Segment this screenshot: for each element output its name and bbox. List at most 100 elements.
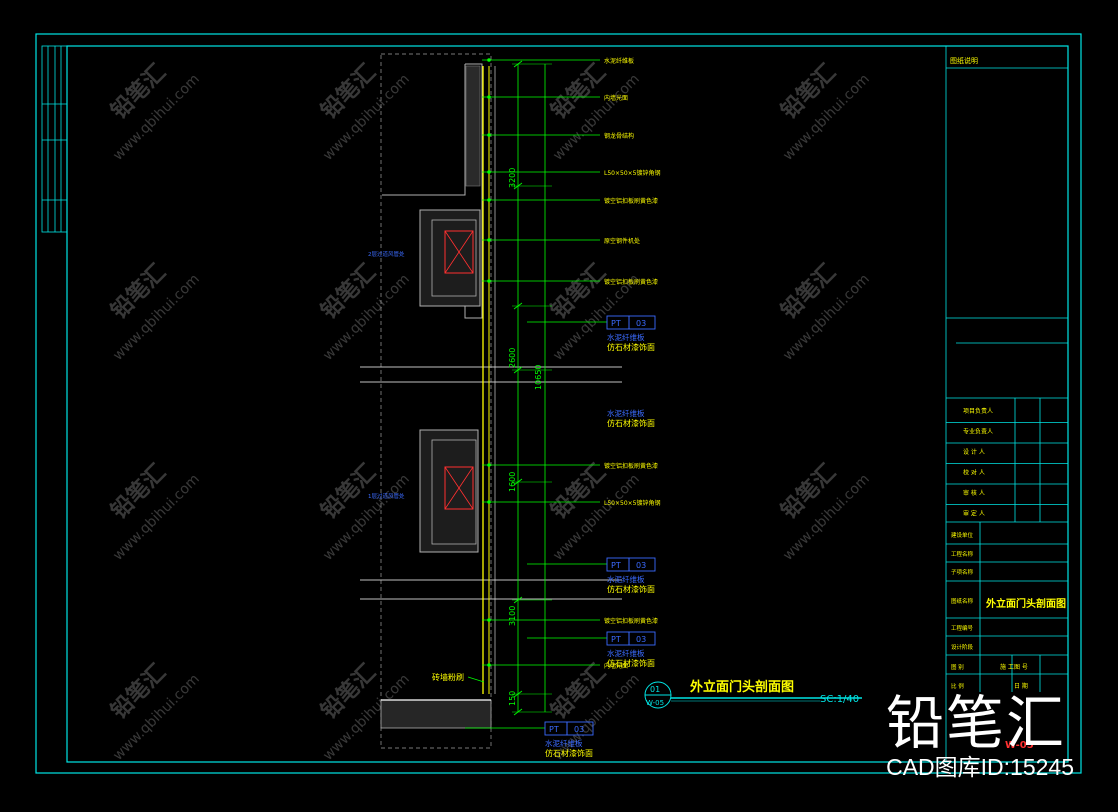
title-block-field: 建设单位 bbox=[951, 531, 974, 539]
drawing-title-callout: 01 W-05 外立面门头剖面图 SC:1/40 bbox=[644, 679, 862, 709]
inner-frame bbox=[66, 45, 1069, 763]
leader-dot bbox=[487, 133, 491, 137]
right-label: 内墙光面 bbox=[604, 662, 628, 670]
title-block-right-field-1: 日 期 bbox=[1014, 682, 1028, 690]
leader-dot bbox=[487, 198, 491, 202]
dimension-tick-mark bbox=[513, 708, 523, 716]
tag-number: 03 bbox=[636, 319, 646, 328]
title-block-role: 项目负责人 bbox=[963, 407, 993, 415]
tag-line2: 仿石材漆饰面 bbox=[545, 748, 593, 758]
tag-line1: 水泥纤维板 bbox=[607, 332, 645, 342]
leader-lines bbox=[465, 58, 607, 729]
tag-line1: 水泥纤维板 bbox=[545, 738, 583, 748]
tag-code: PT bbox=[611, 561, 621, 570]
dimension-tick-mark bbox=[513, 690, 523, 698]
tag-num-box bbox=[628, 557, 656, 572]
section-number: 01 bbox=[650, 685, 660, 694]
tag-code: PT bbox=[611, 319, 621, 328]
right-label: 镀空铝扣板刷黄色漆 bbox=[604, 278, 658, 286]
watermark-id: CAD图库ID:15245 bbox=[886, 754, 1074, 780]
left-label: 2层过道风管处 bbox=[368, 250, 405, 258]
right-label: 水泥纤维板 bbox=[604, 57, 634, 65]
dimension-tick-mark bbox=[513, 302, 523, 310]
title-block-stage: 施 工 bbox=[1000, 663, 1014, 671]
title-block-role: 专业负责人 bbox=[963, 428, 993, 436]
title-block-field: 设计阶段 bbox=[951, 643, 974, 651]
leader-dot bbox=[487, 279, 491, 283]
right-label: L50×50×5镀锌角钢 bbox=[604, 499, 661, 507]
title-block-role: 校 对 人 bbox=[963, 469, 985, 477]
tag-line2: 仿石材漆饰面 bbox=[607, 584, 655, 594]
tag-line2: 仿石材漆饰面 bbox=[607, 342, 655, 352]
tag-line1: 水泥纤维板 bbox=[607, 648, 645, 658]
tag-num-box bbox=[566, 721, 594, 736]
leader-dot bbox=[487, 95, 491, 99]
watermark-brand: 铅笔汇 bbox=[885, 689, 1066, 757]
drawing-title: 外立面门头剖面图 bbox=[689, 679, 794, 695]
leader-dot bbox=[487, 618, 491, 622]
tag-num-box bbox=[628, 315, 656, 330]
title-block-field: 图纸名称 bbox=[951, 597, 974, 605]
leader-dot bbox=[487, 58, 491, 62]
leader-dot bbox=[487, 463, 491, 467]
section-sheet-ref: W-05 bbox=[646, 699, 664, 707]
title-block-role: 审 定 人 bbox=[963, 510, 985, 518]
leader-dot bbox=[487, 238, 491, 242]
leader-dot bbox=[487, 170, 491, 174]
left-label: 1层过道风管处 bbox=[368, 492, 405, 500]
title-block-field: 图 别 bbox=[951, 663, 964, 671]
right-label: L50×50×5镀锌角钢 bbox=[604, 169, 661, 177]
tag-number: 03 bbox=[574, 725, 584, 734]
title-block-field: 比 例 bbox=[951, 682, 964, 690]
right-labels: 水泥纤维板内墙光面钢龙骨结构L50×50×5镀锌角钢镀空铝扣板刷黄色漆原空钢件机… bbox=[604, 57, 661, 670]
title-block bbox=[945, 46, 1068, 762]
dimension-label: 2600 bbox=[508, 348, 517, 368]
tag-num-box bbox=[628, 631, 656, 646]
tag-line1: 水泥纤维板 bbox=[607, 574, 645, 584]
dimension-label: 10650 bbox=[534, 365, 543, 390]
title-block-role: 设 计 人 bbox=[963, 448, 985, 456]
tag-line2: 仿石材漆饰面 bbox=[607, 658, 655, 668]
right-label: 内墙光面 bbox=[604, 94, 628, 102]
dimension-tick-mark bbox=[513, 596, 523, 604]
drawing-scale: SC:1/40 bbox=[820, 694, 859, 705]
dimension-label: 3200 bbox=[508, 168, 517, 188]
dimension-label: 150 bbox=[508, 691, 517, 706]
tag-code: PT bbox=[611, 635, 621, 644]
tag-number: 03 bbox=[636, 635, 646, 644]
section-drawing bbox=[360, 53, 622, 749]
title-block-field: 工程编号 bbox=[951, 624, 974, 632]
outer-frame bbox=[35, 33, 1082, 774]
title-block-role: 审 核 人 bbox=[963, 489, 985, 497]
tag-line2: 仿石材漆饰面 bbox=[607, 418, 655, 428]
leader-dot bbox=[487, 500, 491, 504]
right-label: 镀空铝扣板刷黄色漆 bbox=[604, 617, 658, 625]
sheet-code: W-05 bbox=[1005, 740, 1034, 751]
title-block-header: 图纸说明 bbox=[950, 56, 978, 65]
title-block-drawing-name: 外立面门头剖面图 bbox=[985, 597, 1066, 610]
tag-number: 03 bbox=[636, 561, 646, 570]
title-block-field: 工程名称 bbox=[951, 550, 974, 558]
dimension-tick-mark bbox=[513, 60, 523, 68]
right-label: 钢龙骨结构 bbox=[604, 132, 634, 140]
title-block-right-field-0: 图 号 bbox=[1014, 664, 1028, 671]
right-label: 镀空铝扣板刷黄色漆 bbox=[604, 197, 658, 205]
right-label: 镀空铝扣板刷黄色漆 bbox=[604, 462, 658, 470]
tag-line1: 水泥纤维板 bbox=[607, 408, 645, 418]
left-label: 砖墙粉刷 bbox=[432, 672, 464, 682]
